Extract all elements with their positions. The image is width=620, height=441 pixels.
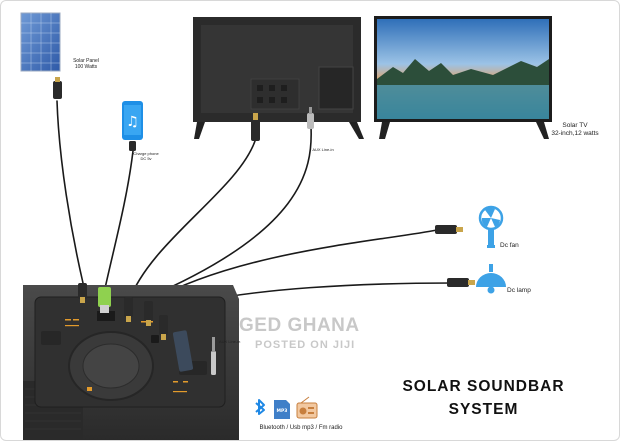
fan-icon — [478, 205, 504, 248]
fan-plug-icon — [435, 225, 463, 234]
watermark-line1: GED GHANA — [239, 315, 360, 336]
soundbar-dc-out2-plug-icon — [144, 301, 153, 326]
svg-text:♫: ♫ — [126, 114, 139, 130]
phone-icon: ♫ — [122, 101, 143, 140]
lamp-icon — [476, 264, 506, 294]
media-caption: Bluetooth / Usb mp3 / Fm radio — [259, 425, 343, 431]
solar-panel-watts: 100 Watts — [74, 64, 98, 70]
charge-phone-dc: DC 5v — [140, 156, 152, 161]
tv-front-icon — [374, 16, 552, 139]
soundbar-aux-label: AUX Line-in — [219, 339, 241, 344]
diagram-title: SOLAR SOUNDBAR SYSTEM — [401, 375, 566, 421]
diagram-title-line1: SOLAR SOUNDBAR — [402, 378, 565, 395]
solar-panel-label: Solar Panel 100 Watts — [61, 58, 111, 70]
usb-green-plug-icon — [98, 287, 111, 313]
solar-tv-spec: 32-inch,12 watts — [551, 130, 599, 137]
dc-fan-label: Dc fan — [500, 242, 519, 249]
solar-tv-title: Solar TV — [562, 122, 588, 129]
bluetooth-icon — [255, 399, 265, 415]
solar-panel-icon — [20, 12, 61, 72]
radio-icon — [296, 396, 318, 419]
soundbar-dc-out3-plug-icon — [159, 315, 168, 340]
solar-tv-label: Solar TV 32-inch,12 watts — [537, 122, 613, 138]
solar-plug-icon — [53, 77, 62, 99]
soundbar-device — [23, 285, 239, 440]
solar-panel-title: Solar Panel — [73, 58, 99, 64]
tv-dc-plug-icon — [251, 113, 260, 141]
watermark-line2: POSTED ON JIJI — [255, 339, 356, 351]
tv-aux-plug-icon — [307, 107, 314, 129]
mp3-file-icon: MP3 — [274, 400, 290, 419]
tv-back-icon — [193, 17, 364, 139]
soundbar-dc-out-plug-icon — [124, 297, 133, 322]
cables — [56, 100, 454, 312]
diagram-title-line2: SYSTEM — [448, 401, 519, 418]
tv-aux-label: AUX Line-in — [312, 147, 334, 152]
lamp-plug-icon — [447, 278, 475, 287]
phone-cable-plug-icon — [129, 141, 136, 151]
charge-phone-title: Charge phone — [133, 151, 159, 156]
dc-lamp-label: Dc lamp — [507, 287, 531, 294]
charge-phone-label: Charge phone DC 5v — [123, 151, 169, 161]
soundbar-solar-input-plug-icon — [78, 283, 87, 303]
mp3-icon-text: MP3 — [277, 408, 288, 414]
